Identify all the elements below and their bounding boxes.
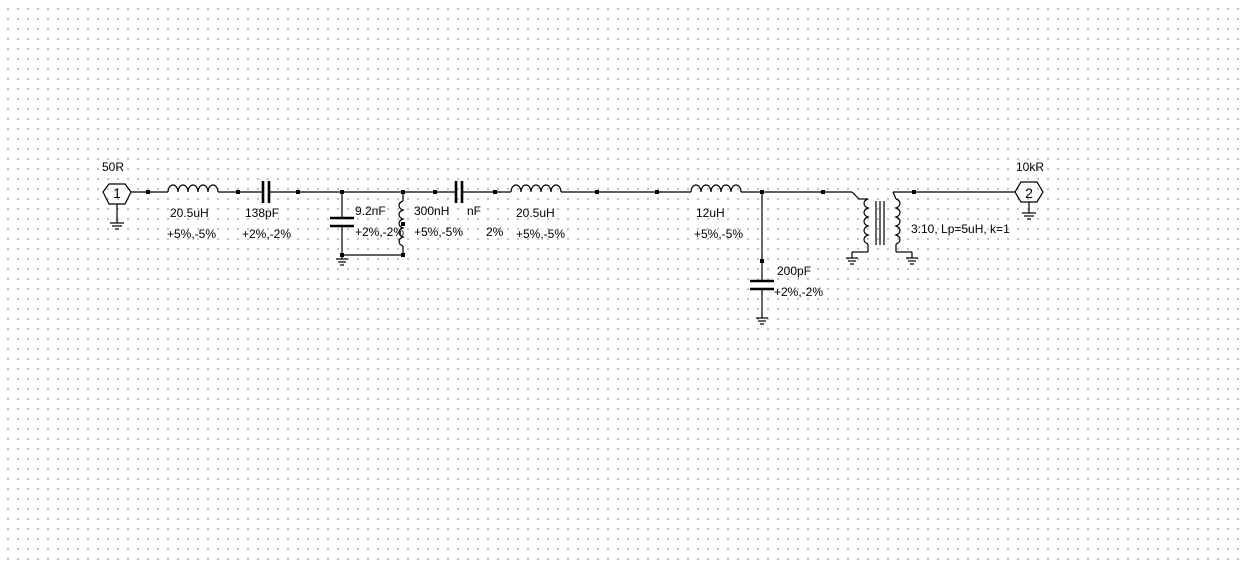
- transformer-t1-icon: [846, 198, 918, 265]
- inductor-l2-icon: [398, 200, 405, 247]
- capacitor-c1[interactable]: 138pF +2%,-2%: [242, 181, 291, 241]
- capacitor-c1-value: 138pF: [245, 206, 279, 220]
- ground-c4: [756, 317, 768, 325]
- capacitor-c2[interactable]: 9.2nF +2%,-2%: [330, 204, 404, 239]
- inductor-l4-icon: [690, 184, 742, 193]
- inductor-l4-value: 12uH: [696, 206, 725, 220]
- port-1-impedance-label: 50R: [102, 160, 124, 174]
- inductor-l1-icon: [167, 184, 219, 193]
- capacitor-c1-icon: [261, 181, 271, 203]
- transformer-t1-label: 3:10, Lp=5uH, k=1: [911, 222, 1010, 236]
- capacitor-c4-tolerance: +2%,-2%: [774, 285, 823, 299]
- inductor-l3[interactable]: 20.5uH +5%,-5%: [510, 184, 565, 241]
- capacitor-c2-value: 9.2nF: [355, 204, 386, 218]
- inductor-l3-tolerance: +5%,-5%: [516, 227, 565, 241]
- port-2-symbol: [1014, 181, 1044, 203]
- port-2-impedance-label: 10kR: [1016, 160, 1044, 174]
- capacitor-c2-tolerance: +2%,-2%: [355, 225, 404, 239]
- inductor-l1-value: 20.5uH: [170, 206, 209, 220]
- port-2[interactable]: 2 10kR: [1014, 160, 1044, 220]
- capacitor-c4[interactable]: 200pF +2%,-2%: [750, 264, 823, 299]
- inductor-l4-tolerance: +5%,-5%: [694, 227, 743, 241]
- ground-tank: [336, 255, 348, 266]
- port-1-number: 1: [113, 185, 121, 201]
- port-1-symbol: [102, 183, 132, 205]
- inductor-l2-value: 300nH: [414, 204, 449, 218]
- inductor-l2[interactable]: 300nH +5%,-5%: [398, 200, 463, 247]
- inductor-l2-tolerance: +5%,-5%: [414, 225, 463, 239]
- capacitor-c2-icon: [330, 216, 354, 228]
- capacitor-c3-tolerance: 2%: [486, 225, 504, 239]
- port-1-ground-icon: [110, 222, 124, 230]
- capacitor-c1-tolerance: +2%,-2%: [242, 227, 291, 241]
- capacitor-c3-value: nF: [467, 204, 481, 218]
- capacitor-c4-icon: [750, 279, 774, 291]
- capacitor-c4-value: 200pF: [777, 264, 811, 278]
- inductor-l4[interactable]: 12uH +5%,-5%: [690, 184, 743, 241]
- capacitor-c3-icon: [454, 181, 464, 203]
- junction-dots: [146, 190, 916, 263]
- transformer-t1[interactable]: 3:10, Lp=5uH, k=1: [846, 198, 1010, 265]
- inductor-l1-tolerance: +5%,-5%: [167, 227, 216, 241]
- inductor-l1[interactable]: 20.5uH +5%,-5%: [167, 184, 219, 241]
- inductor-l3-icon: [510, 184, 562, 193]
- inductor-l3-value: 20.5uH: [516, 206, 555, 220]
- capacitor-c3[interactable]: nF 2%: [454, 181, 504, 239]
- main-wires: [131, 191, 1015, 318]
- port-2-number: 2: [1025, 185, 1033, 201]
- port-2-ground-icon: [1022, 212, 1036, 220]
- port-1[interactable]: 1 50R: [102, 160, 132, 230]
